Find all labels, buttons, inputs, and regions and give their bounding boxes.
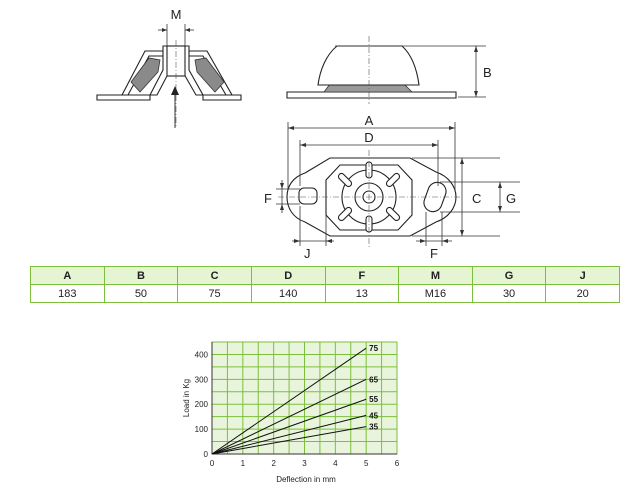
spec-value-a: 183 [30, 284, 105, 303]
dim-label-g: G [506, 191, 516, 206]
spec-value-row: 183 50 75 140 13 M16 30 20 [30, 284, 620, 303]
spec-value-m: M16 [398, 284, 473, 303]
series-line [211, 398, 367, 455]
series-label: 55 [369, 395, 378, 404]
y-tick-label: 400 [195, 350, 209, 359]
arrowhead [185, 28, 190, 32]
spec-header-b: B [103, 266, 179, 285]
arrowhead [474, 46, 478, 52]
spec-value-j: 20 [545, 284, 620, 303]
spec-header-m: M [398, 266, 473, 285]
spec-value-f: 13 [324, 284, 400, 303]
spec-header-d: D [250, 266, 326, 285]
spec-value-g: 30 [471, 284, 547, 303]
arrowhead [498, 182, 502, 188]
spec-header-c: C [177, 266, 252, 285]
series-line [211, 347, 367, 455]
arrowhead [420, 239, 426, 243]
arrowhead [280, 204, 284, 210]
arrowhead [442, 239, 448, 243]
arrowhead [162, 28, 167, 32]
spec-header-f: F [324, 266, 400, 285]
dim-label-a: A [365, 113, 374, 128]
dim-label-b: B [483, 65, 492, 80]
arrowhead [288, 126, 294, 130]
x-tick-label: 3 [302, 459, 307, 468]
rubber-left [130, 57, 161, 93]
y-tick-label: 200 [195, 400, 209, 409]
arrowhead [326, 239, 332, 243]
y-tick-label: 100 [195, 425, 209, 434]
arrowhead [449, 126, 455, 130]
arrowhead [498, 206, 502, 212]
arrowhead [460, 158, 464, 164]
dim-label-f-bottom: F [430, 246, 438, 261]
dim-label-f-left: F [264, 191, 272, 206]
spec-header-a: A [30, 266, 105, 285]
dim-label-c: C [472, 191, 481, 206]
y-axis-label: Load in Kg [182, 379, 191, 417]
arrowhead [474, 91, 478, 97]
side-dome [317, 45, 420, 86]
spec-header-row: A B C D F M G J [30, 266, 620, 285]
side-view: B [286, 36, 492, 104]
x-tick-label: 0 [210, 459, 215, 468]
dim-label-d: D [364, 130, 373, 145]
x-tick-label: 4 [333, 459, 338, 468]
series-label: 75 [369, 344, 378, 353]
arrowhead [294, 239, 300, 243]
series-group: 75 65 55 45 35 [211, 344, 379, 455]
plan-view: A D C G F J [264, 113, 520, 261]
arrowhead [460, 230, 464, 236]
spec-table: A B C D F M G J 183 50 75 140 13 M16 30 … [30, 266, 620, 303]
spec-value-b: 50 [103, 284, 179, 303]
x-axis-label: Deflection in mm [276, 475, 336, 484]
section-view: M [96, 7, 242, 128]
arrowhead [432, 143, 438, 147]
threaded-bore [166, 45, 186, 77]
spec-value-c: 75 [177, 284, 252, 303]
x-tick-label: 1 [241, 459, 246, 468]
dim-label-m: M [171, 7, 182, 22]
series-line [211, 414, 367, 455]
x-tick-label: 2 [271, 459, 276, 468]
series-label: 65 [369, 375, 378, 384]
y-tick-label: 0 [204, 450, 209, 459]
rubber-right [194, 57, 225, 93]
x-tick-label: 5 [364, 459, 369, 468]
series-label: 45 [369, 411, 378, 420]
y-tick-label: 300 [195, 375, 209, 384]
load-arrowhead [171, 86, 179, 95]
arrowhead [280, 183, 284, 189]
base-plate-section [96, 94, 242, 101]
dim-label-j: J [304, 246, 311, 261]
side-base-plate [286, 91, 457, 99]
arrowhead [300, 143, 306, 147]
spec-value-d: 140 [250, 284, 326, 303]
series-label: 35 [369, 423, 378, 432]
series-line [211, 378, 367, 455]
series-line [211, 426, 367, 455]
spec-header-j: J [545, 266, 620, 285]
spec-header-g: G [471, 266, 547, 285]
mount-hole-left [298, 187, 318, 205]
x-tick-label: 6 [395, 459, 400, 468]
